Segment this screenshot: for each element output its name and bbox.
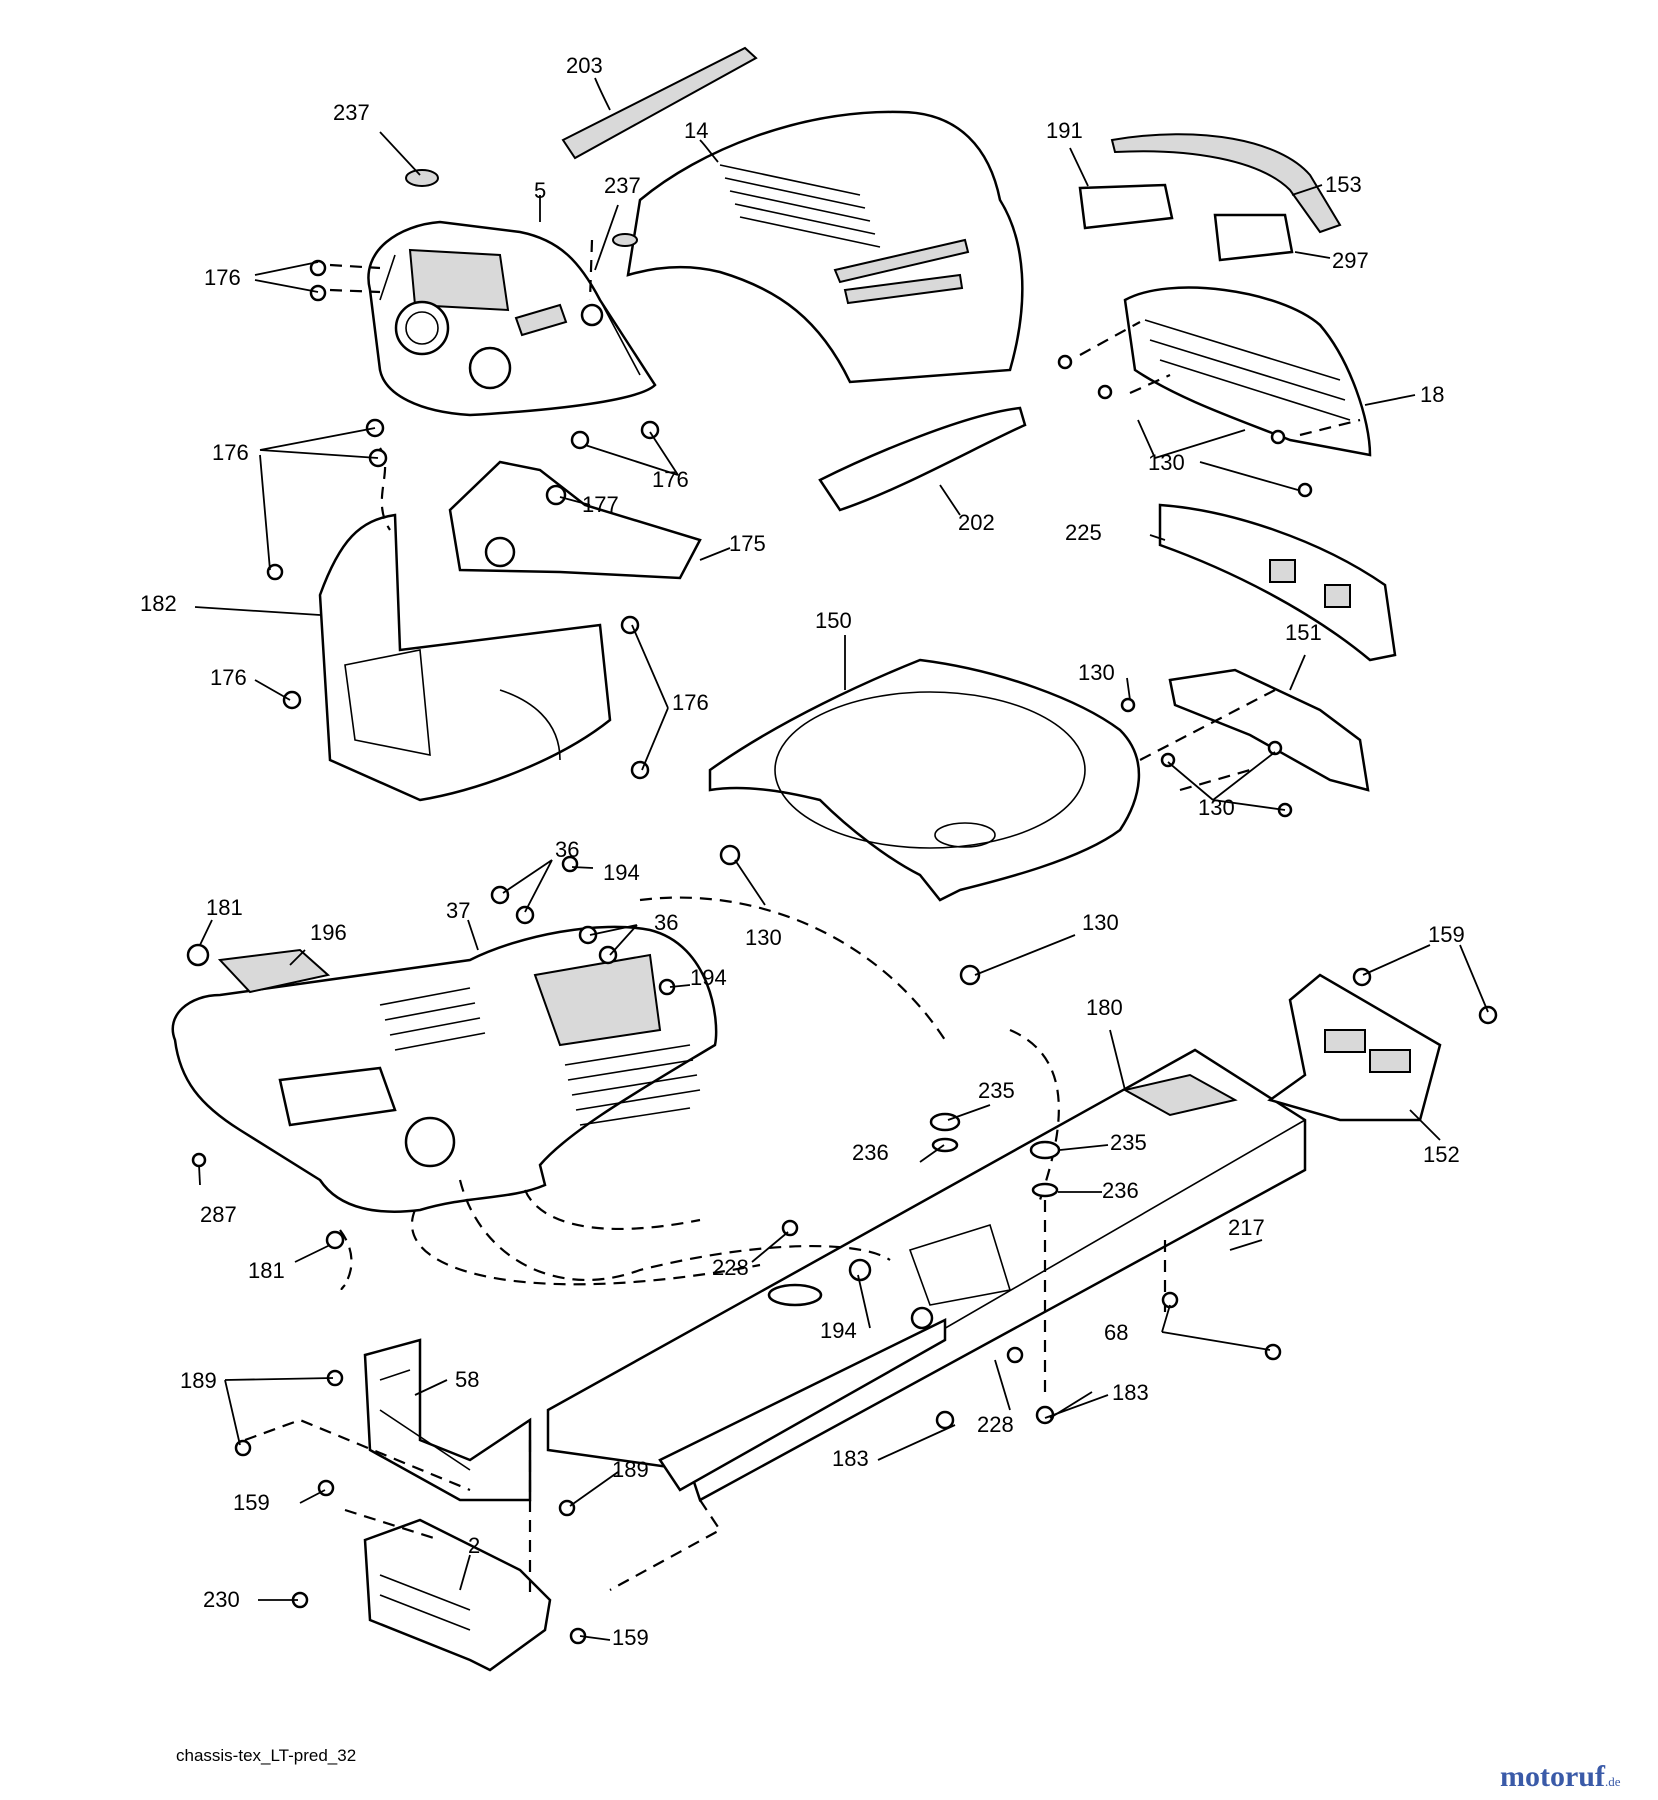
lower-dash-part xyxy=(318,513,612,802)
grille-trim-part xyxy=(1110,133,1342,234)
callout-202: 202 xyxy=(958,510,995,535)
callout-58: 58 xyxy=(455,1367,479,1392)
callout-130: 130 xyxy=(1148,450,1185,475)
brand-name: motoruf xyxy=(1500,1760,1605,1793)
callout-228-b: 228 xyxy=(977,1412,1014,1437)
callout-5: 5 xyxy=(534,178,546,203)
seat-pan-part xyxy=(708,658,1141,902)
callout-287: 287 xyxy=(200,1202,237,1227)
callout-183-b: 183 xyxy=(832,1446,869,1471)
callout-230: 230 xyxy=(203,1587,240,1612)
callout-159-c: 159 xyxy=(612,1625,649,1650)
callout-196: 196 xyxy=(310,920,347,945)
axle-bracket-part-2 xyxy=(363,1518,552,1672)
callout-217: 217 xyxy=(1228,1215,1265,1240)
callout-180: 180 xyxy=(1086,995,1123,1020)
callout-236-b: 236 xyxy=(1102,1178,1139,1203)
callout-235: 235 xyxy=(978,1078,1015,1103)
cap-part-2 xyxy=(612,233,638,247)
lower-grille-part xyxy=(1158,503,1397,662)
cap-part xyxy=(405,169,439,187)
callout-152: 152 xyxy=(1423,1142,1460,1167)
callout-181-b: 181 xyxy=(248,1258,285,1283)
callout-130-e: 130 xyxy=(1082,910,1119,935)
callout-36: 36 xyxy=(555,837,579,862)
callout-235-b: 235 xyxy=(1110,1130,1147,1155)
callout-177: 177 xyxy=(582,492,619,517)
callout-189: 189 xyxy=(180,1368,217,1393)
flat-bar-part xyxy=(658,1317,947,1492)
callout-18: 18 xyxy=(1420,382,1444,407)
vent-part xyxy=(818,406,1027,512)
callout-14: 14 xyxy=(684,118,708,143)
callout-130-d: 130 xyxy=(745,925,782,950)
diagram-caption: chassis-tex_LT-pred_32 xyxy=(176,1746,357,1765)
cover-part xyxy=(217,948,331,994)
hood-trim-part xyxy=(561,46,758,160)
fender-part xyxy=(171,925,718,1213)
callout-237: 237 xyxy=(333,100,370,125)
callout-2: 2 xyxy=(468,1533,480,1558)
callout-176-b: 176 xyxy=(212,440,249,465)
main-frame-part xyxy=(546,1048,1307,1502)
callout-228: 228 xyxy=(712,1255,749,1280)
callout-225: 225 xyxy=(1065,520,1102,545)
callout-37: 37 xyxy=(446,898,470,923)
callout-159-b: 159 xyxy=(233,1490,270,1515)
rear-bracket-part xyxy=(1267,973,1442,1122)
callout-237-b: 237 xyxy=(604,173,641,198)
axle-bracket-part xyxy=(363,1338,532,1502)
light-block-part-2 xyxy=(1213,213,1294,262)
callout-189-b: 189 xyxy=(612,1457,649,1482)
callout-130-c: 130 xyxy=(1198,795,1235,820)
callout-236: 236 xyxy=(852,1140,889,1165)
brand-suffix: .de xyxy=(1604,1774,1621,1789)
leader-lines xyxy=(194,77,1489,1641)
callout-176-e: 176 xyxy=(672,690,709,715)
callout-194-c: 194 xyxy=(820,1318,857,1343)
callout-183: 183 xyxy=(1112,1380,1149,1405)
callout-176-c: 176 xyxy=(652,467,689,492)
callout-176: 176 xyxy=(204,265,241,290)
callout-182: 182 xyxy=(140,591,177,616)
callout-36-b: 36 xyxy=(654,910,678,935)
callout-159: 159 xyxy=(1428,922,1465,947)
callout-194-b: 194 xyxy=(690,965,727,990)
callout-176-d: 176 xyxy=(210,665,247,690)
brand-logo: motoruf.de xyxy=(1500,1760,1621,1794)
front-grille-part xyxy=(1123,286,1372,457)
callout-203: 203 xyxy=(566,53,603,78)
callout-68: 68 xyxy=(1104,1320,1128,1345)
callout-153: 153 xyxy=(1325,172,1362,197)
callout-labels: 203 237 14 191 153 5 237 176 297 18 176 … xyxy=(140,53,1465,1650)
bracket-part-2 xyxy=(1168,668,1370,792)
callout-297: 297 xyxy=(1332,248,1369,273)
callout-151: 151 xyxy=(1285,620,1322,645)
light-block-part xyxy=(1078,183,1174,230)
hood-part xyxy=(626,110,1024,384)
callout-194: 194 xyxy=(603,860,640,885)
callout-150: 150 xyxy=(815,608,852,633)
callout-175: 175 xyxy=(729,531,766,556)
callout-130-b: 130 xyxy=(1078,660,1115,685)
dash-panel-part xyxy=(367,220,657,417)
hardware xyxy=(186,259,1498,1645)
callout-191: 191 xyxy=(1046,118,1083,143)
callout-181: 181 xyxy=(206,895,243,920)
